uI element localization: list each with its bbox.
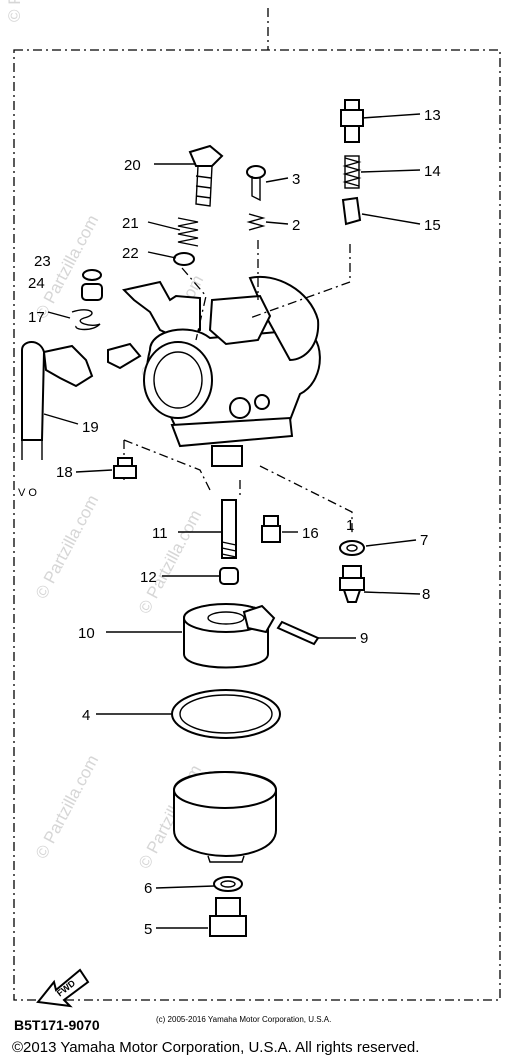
leader-lines: [43, 113, 421, 929]
callout-21: 21: [122, 215, 139, 232]
diagram-code: B5T171-9070: [14, 1017, 100, 1033]
watermark: © Partzilla.com: [32, 492, 103, 602]
fwd-arrow-icon: FWD: [36, 968, 90, 1008]
callout-11: 11: [152, 525, 168, 542]
callout-16: 16: [302, 525, 319, 542]
part-5-drain-plug: [209, 897, 247, 937]
callout-7: 7: [420, 532, 428, 549]
callout-23: 23: [34, 253, 51, 270]
callout-18: 18: [56, 464, 73, 481]
callout-labels: 1 2 3 4 5 6 7 8 9 10 11 12 13 14 15 16 1…: [18, 107, 441, 938]
callout-24: 24: [28, 275, 45, 292]
callout-4: 4: [82, 707, 90, 724]
part-2-spring: [246, 213, 266, 231]
callout-5: 5: [144, 921, 152, 938]
callout-1: 1: [346, 517, 354, 534]
part-14-spring: [342, 155, 362, 189]
part-12-main-jet: [219, 567, 239, 585]
watermark: © Partzilla.com: [32, 752, 103, 862]
part-10-float: [183, 603, 276, 669]
callout-14: 14: [424, 163, 441, 180]
part-9-float-pin: [276, 620, 320, 646]
part-3-screw: [246, 165, 266, 202]
part-19-hose: [21, 341, 94, 460]
carburetor-body: [107, 275, 321, 467]
part-6-gasket: [213, 876, 243, 892]
callout-22: 22: [122, 245, 139, 262]
callout-17: 17: [28, 309, 45, 326]
callout-8: 8: [422, 586, 430, 603]
callout-13: 13: [424, 107, 441, 124]
part-17-spring: [71, 309, 101, 331]
part-16-pilot-jet: [261, 515, 281, 543]
callout-3: 3: [292, 171, 300, 188]
part-4-gasket: [171, 689, 281, 739]
callout-6: 6: [144, 880, 152, 897]
part-7-washer: [339, 540, 365, 556]
callout-12: 12: [140, 569, 157, 586]
part-20-throttle-screw: [188, 144, 224, 207]
callout-2: 2: [292, 217, 300, 234]
hose-label: V O: [18, 487, 37, 499]
assembly-border: [13, 8, 501, 1001]
part-22-washer: [173, 252, 195, 266]
float-bowl: [173, 771, 277, 863]
part-18-screw: [113, 457, 137, 479]
callout-9: 9: [360, 630, 368, 647]
part-24-cap: [81, 283, 103, 301]
watermark: © Partzilla.com: [135, 507, 206, 617]
callout-20: 20: [124, 157, 141, 174]
small-copyright: (c) 2005-2016 Yamaha Motor Corporation, …: [156, 1015, 331, 1024]
callout-10: 10: [78, 625, 95, 642]
callout-19: 19: [82, 419, 99, 436]
part-8-needle-valve: [339, 565, 365, 603]
part-23-ring: [82, 269, 102, 281]
part-11-main-nozzle: [221, 499, 237, 559]
part-21-spring: [177, 217, 199, 247]
footer-copyright: ©2013 Yamaha Motor Corporation, U.S.A. A…: [12, 1039, 419, 1056]
watermark-corner: © Pa: [5, 0, 24, 22]
callout-15: 15: [424, 217, 441, 234]
part-15-plunger: [341, 196, 362, 226]
part-13-adjust-screw: [340, 99, 364, 143]
